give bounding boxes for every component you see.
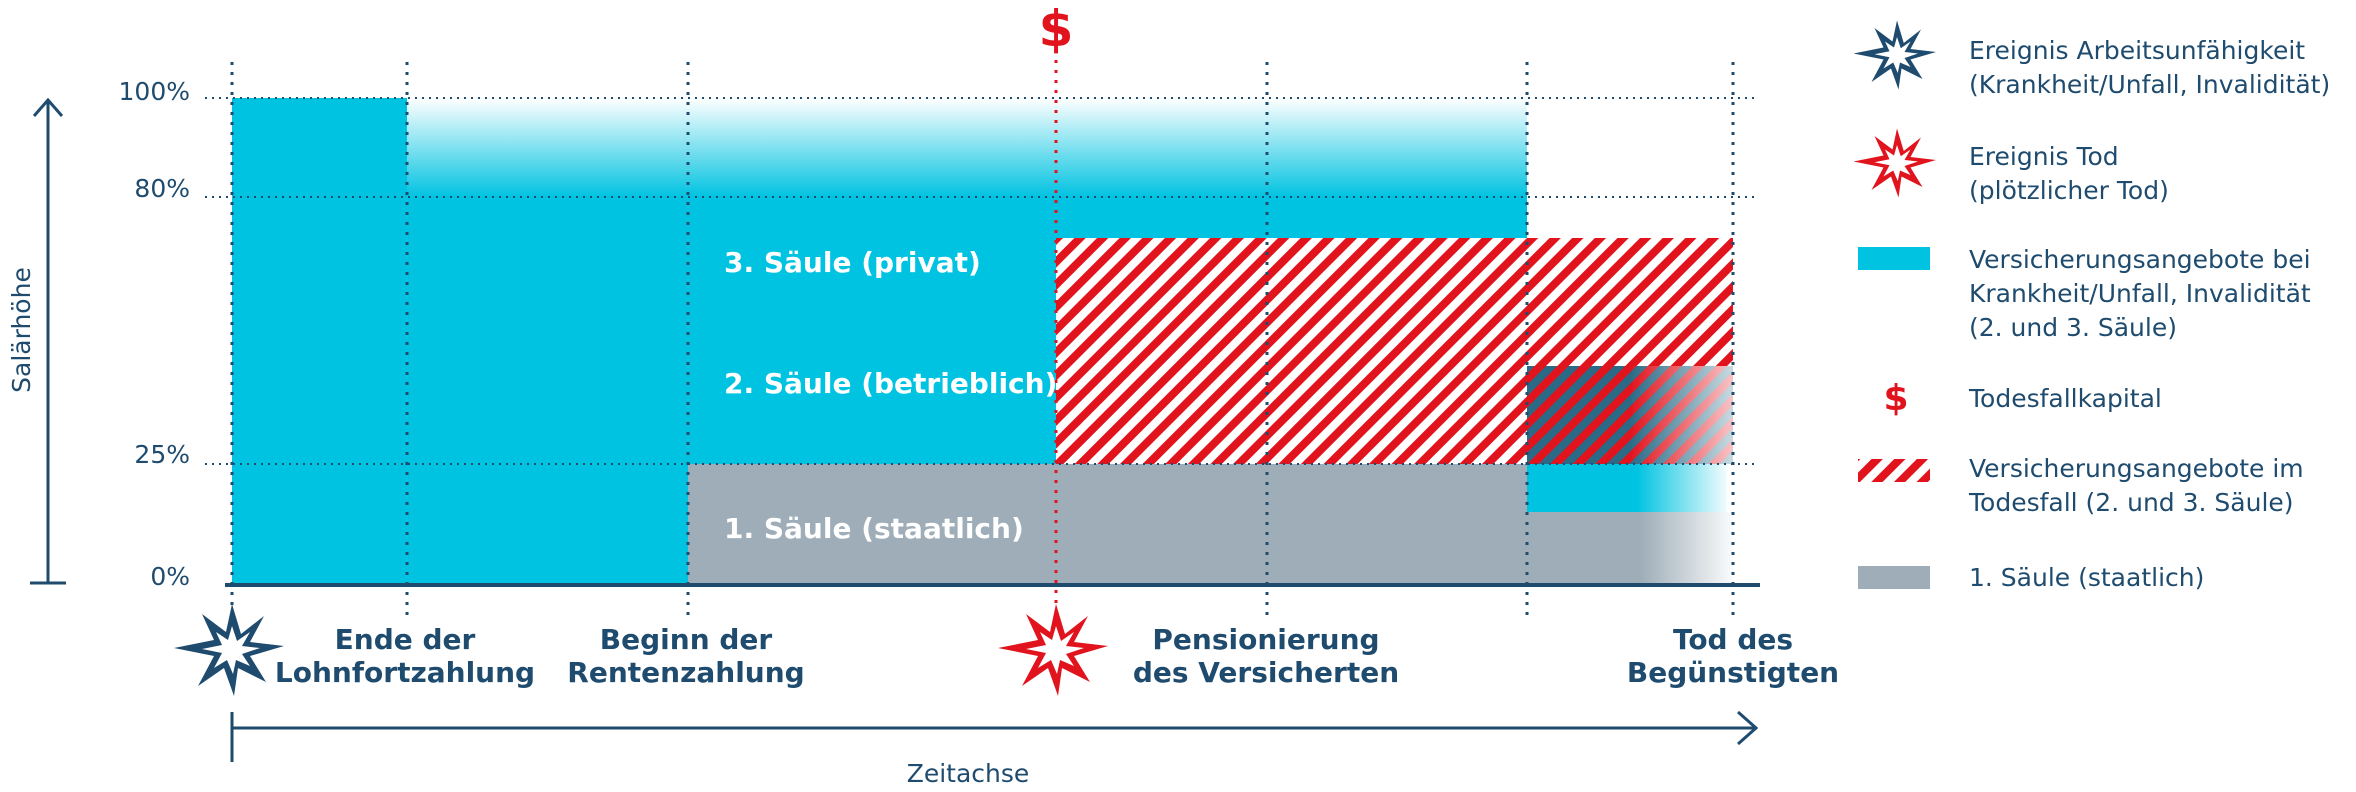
- second-pillar-label: 2. Säule (betrieblich): [724, 367, 1057, 400]
- legend-grey-bar-icon: [1858, 566, 1930, 589]
- legend-dollar-icon: $: [1883, 378, 1908, 419]
- milestone-3-line1: Pensionierung: [1152, 623, 1379, 656]
- legend: Ereignis Arbeitsunfähigkeit (Krankheit/U…: [1853, 20, 2330, 592]
- legend-5-line2: Todesfall (2. und 3. Säule): [1968, 488, 2294, 517]
- legend-6-line1: 1. Säule (staatlich): [1969, 563, 2204, 592]
- hatch-after-death-top: [1527, 238, 1733, 366]
- label-100: 100%: [119, 77, 190, 106]
- dollar-icon: $: [1039, 0, 1074, 58]
- label-0: 0%: [150, 562, 190, 591]
- fill-regions: [232, 98, 1733, 585]
- legend-3-line1: Versicherungsangebote bei: [1969, 245, 2311, 274]
- legend-cyan-bar-icon: [1858, 247, 1930, 270]
- legend-3-line3: (2. und 3. Säule): [1969, 313, 2177, 342]
- y-axis: Salärhöhe: [7, 97, 66, 585]
- milestone-4-line1: Tod des: [1673, 623, 1793, 656]
- label-25: 25%: [134, 440, 190, 469]
- milestone-2-line2: Rentenzahlung: [567, 656, 804, 689]
- hatch-after-death-fade: [1527, 366, 1733, 464]
- milestone-2-line1: Beginn der: [600, 623, 773, 656]
- legend-4-line1: Todesfallkapital: [1968, 384, 2162, 413]
- milestone-1-line1: Ende der: [335, 623, 476, 656]
- death-coverage-hatch: [1056, 238, 1527, 464]
- y-axis-label: Salärhöhe: [7, 267, 36, 393]
- milestone-4-line2: Begünstigten: [1627, 656, 1839, 689]
- x-axis-label: Zeitachse: [907, 759, 1030, 788]
- cyan-after-death: [1527, 464, 1727, 512]
- pillar-labels: 3. Säule (privat) 2. Säule (betrieblich)…: [724, 246, 1057, 545]
- milestone-lines: [230, 50, 1735, 618]
- label-80: 80%: [134, 174, 190, 203]
- legend-1-line1: Ereignis Arbeitsunfähigkeit: [1969, 36, 2305, 65]
- legend-red-hatch-icon: [1858, 459, 1930, 482]
- legend-5-line1: Versicherungsangebote im: [1969, 454, 2304, 483]
- starburst-red-icon: [998, 604, 1108, 696]
- percent-labels: 100% 80% 25% 0%: [119, 77, 190, 591]
- third-pillar-label: 3. Säule (privat): [724, 246, 981, 279]
- legend-1-line2: (Krankheit/Unfall, Invalidität): [1969, 70, 2330, 99]
- legend-2-line2: (plötzlicher Tod): [1969, 176, 2169, 205]
- coverage-fade: [407, 98, 1527, 197]
- legend-starburst-blue-icon: [1853, 20, 1936, 90]
- milestone-labels: Ende der Lohnfortzahlung Beginn der Rent…: [275, 623, 1839, 689]
- first-pillar-label: 1. Säule (staatlich): [724, 512, 1024, 545]
- legend-starburst-red-icon: [1853, 128, 1936, 198]
- full-salary-block: [232, 98, 407, 585]
- x-axis: Zeitachse: [230, 710, 1759, 788]
- legend-2-line1: Ereignis Tod: [1969, 142, 2119, 171]
- first-pillar-block: [688, 464, 1527, 585]
- legend-3-line2: Krankheit/Unfall, Invalidität: [1969, 279, 2311, 308]
- milestone-3-line2: des Versicherten: [1133, 656, 1399, 689]
- starburst-blue-icon: [174, 604, 284, 696]
- grey-after-death: [1527, 512, 1733, 585]
- milestone-1-line2: Lohnfortzahlung: [275, 656, 535, 689]
